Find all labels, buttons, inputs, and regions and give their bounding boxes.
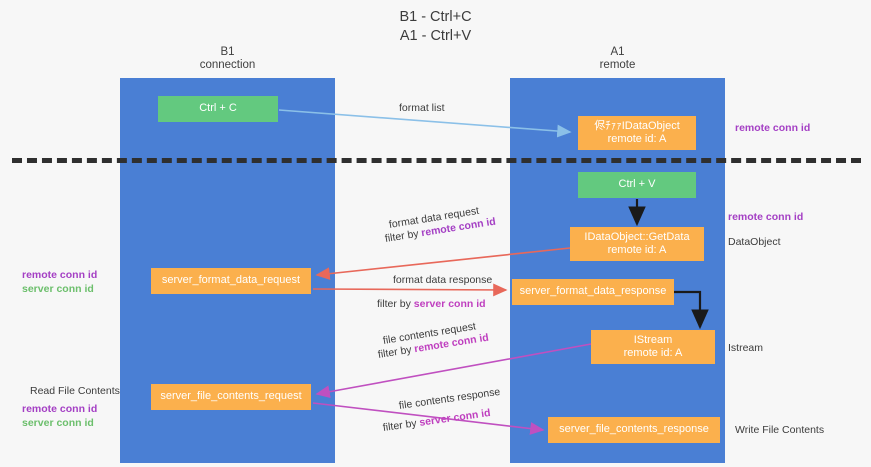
filter-prefix: filter by [377, 298, 414, 310]
annotation-left-server-conn-id-2: server conn id [22, 417, 94, 429]
box-ctrl-v[interactable]: Ctrl + V [578, 172, 696, 198]
swimlane-a1-role: remote [599, 59, 636, 71]
box-server-format-data-request[interactable]: server_format_data_request [151, 268, 311, 294]
arrow-format-list [278, 109, 572, 138]
arrow-file-contents-request [315, 343, 592, 398]
box-ctrl-v-label: Ctrl + V [618, 178, 656, 191]
box-server-format-data-request-label: server_format_data_request [161, 274, 301, 287]
title-line-2: A1 - Ctrl+V [399, 28, 472, 44]
box-server-format-data-response[interactable]: server_format_data_response [512, 279, 674, 305]
swimlane-b1-role: connection [199, 59, 256, 71]
annotation-left-conn-ids: remote conn id server conn id [22, 268, 97, 296]
box-istream-line-2: remote id: A [623, 347, 683, 359]
box-idataobject-line-1: 侭ﾁｧｧIDataObject [594, 119, 680, 132]
box-idataobject-getdata[interactable]: IDataObject::GetData remote id: A [570, 227, 704, 261]
box-istream[interactable]: IStream remote id: A [591, 330, 715, 364]
annotation-write-file-contents: Write File Contents [735, 424, 825, 436]
annotation-remote-conn-id-mid: remote conn id [728, 211, 804, 223]
annotation-istream: Istream [728, 342, 764, 354]
filter-key-server-conn-id: server conn id [413, 298, 486, 310]
label-format-data-response-filter: filter by server conn id [377, 298, 486, 310]
box-server-file-contents-request-label: server_file_contents_request [160, 390, 302, 403]
swimlane-a1-name: A1 [610, 46, 625, 58]
phase-divider [12, 158, 861, 163]
arrow-format-data-response [312, 283, 508, 297]
box-server-file-contents-request[interactable]: server_file_contents_request [151, 384, 311, 410]
box-idataobject-line-2: remote id: A [607, 133, 667, 145]
arrow-format-data-request [315, 247, 571, 281]
swimlane-header-a1: A1 remote [510, 46, 725, 72]
annotation-left-conn-ids-2: remote conn id server conn id [22, 402, 97, 430]
box-ctrl-c-label: Ctrl + C [199, 102, 237, 115]
page-title: B1 - Ctrl+C A1 - Ctrl+V [0, 8, 871, 46]
annotation-dataobject: DataObject [728, 236, 781, 248]
box-getdata-line-1: IDataObject::GetData [584, 230, 690, 243]
annotation-left-server-conn-id: server conn id [22, 283, 94, 295]
label-format-data-response: format data response [393, 274, 493, 286]
box-server-format-data-response-label: server_format_data_response [519, 285, 667, 298]
box-getdata-line-2: remote id: A [607, 244, 667, 256]
box-idataobject[interactable]: 侭ﾁｧｧIDataObject remote id: A [578, 116, 696, 150]
box-istream-line-1: IStream [633, 333, 673, 346]
annotation-read-file-contents: Read File Contents [30, 385, 120, 397]
box-server-file-contents-response[interactable]: server_file_contents_response [548, 417, 720, 443]
annotation-left-remote-conn-id: remote conn id [22, 269, 98, 281]
annotation-remote-conn-id-top: remote conn id [735, 122, 811, 134]
swimlane-b1-name: B1 [220, 46, 235, 58]
annotation-left-remote-conn-id-2: remote conn id [22, 403, 98, 415]
swimlane-header-b1: B1 connection [120, 46, 335, 72]
title-line-1: B1 - Ctrl+C [399, 9, 472, 25]
box-ctrl-c[interactable]: Ctrl + C [158, 96, 278, 122]
label-format-list: format list [399, 102, 445, 114]
box-server-file-contents-response-label: server_file_contents_response [559, 423, 709, 436]
arrow-file-contents-response [312, 402, 545, 435]
arrow-response-to-istream [674, 290, 709, 330]
